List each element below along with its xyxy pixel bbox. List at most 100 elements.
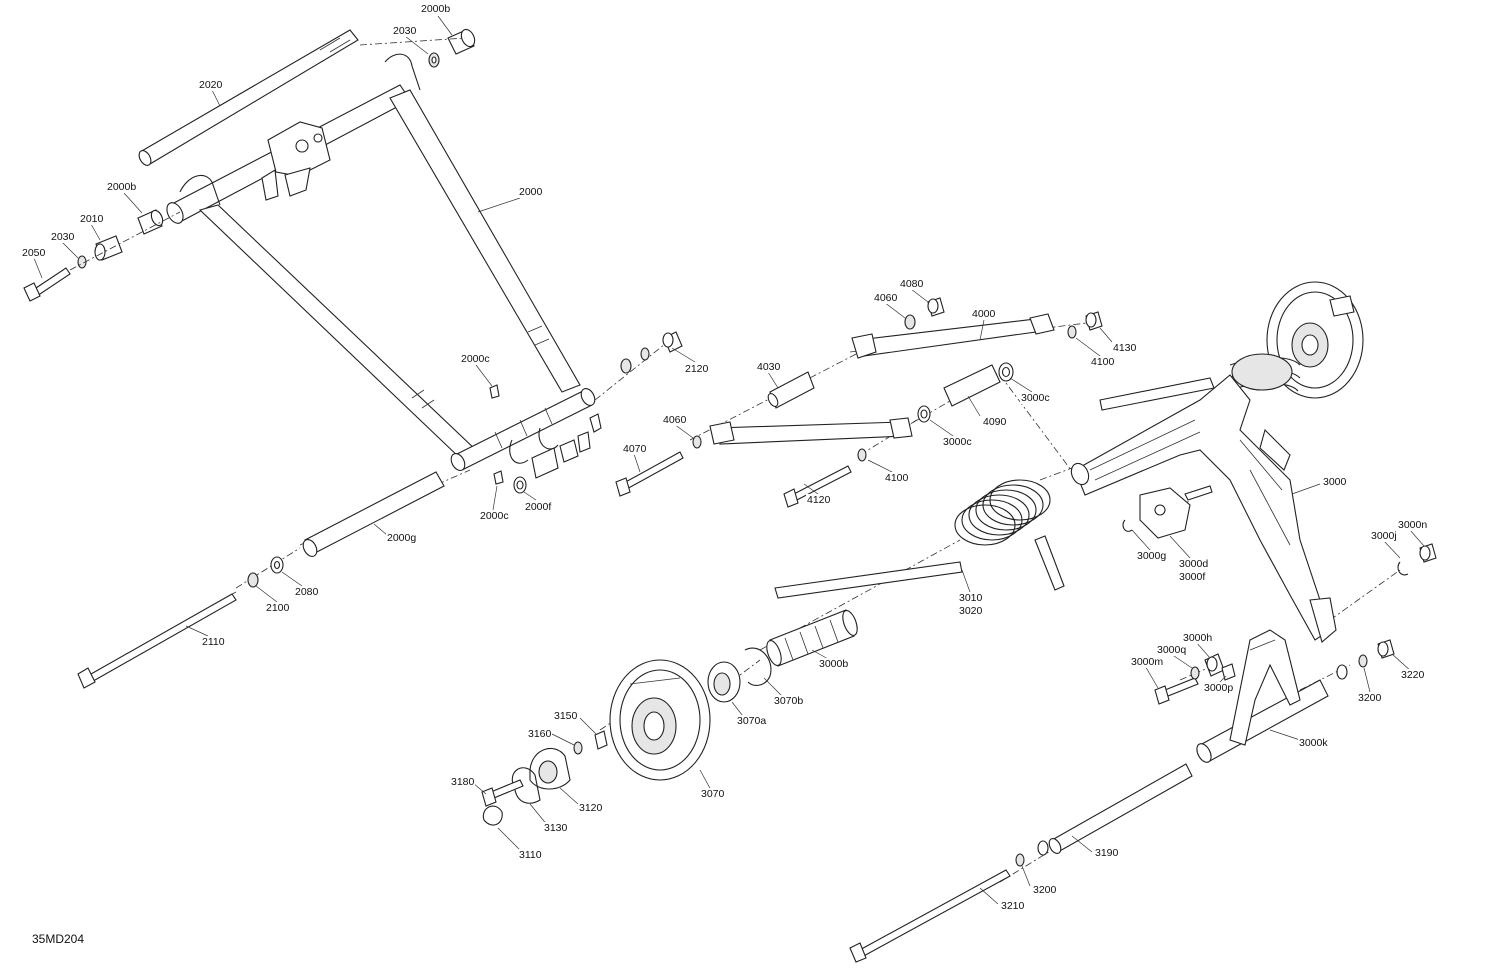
callout-2000c-top: 2000c bbox=[460, 353, 491, 365]
callout-3130: 3130 bbox=[543, 822, 569, 834]
part-3200-bot bbox=[1015, 853, 1025, 867]
part-3110 bbox=[482, 805, 503, 826]
left-hardware bbox=[23, 209, 164, 302]
callout-2000: 2000 bbox=[518, 186, 544, 198]
part-2000g bbox=[302, 471, 445, 557]
part-3120 bbox=[529, 747, 571, 790]
part-3070a bbox=[707, 661, 741, 703]
callout-3000m: 3000m bbox=[1130, 656, 1165, 668]
callout-3000: 3000 bbox=[1322, 476, 1348, 488]
callout-3120: 3120 bbox=[578, 802, 604, 814]
callout-2010: 2010 bbox=[79, 213, 105, 225]
callout-4100-mid: 4100 bbox=[884, 472, 910, 484]
callout-4060-mid: 4060 bbox=[662, 414, 688, 426]
part-3070b bbox=[744, 647, 772, 686]
callout-2050: 2050 bbox=[21, 247, 47, 259]
callout-3010: 3010 bbox=[958, 592, 984, 604]
callout-3000b: 3000b bbox=[818, 658, 850, 670]
part-3000p bbox=[1221, 663, 1236, 681]
part-4060-top bbox=[904, 314, 916, 330]
callout-3200-right: 3200 bbox=[1357, 692, 1383, 704]
callout-3150: 3150 bbox=[553, 710, 579, 722]
part-2100 bbox=[247, 572, 259, 588]
callout-3070: 3070 bbox=[700, 788, 726, 800]
callout-2100: 2100 bbox=[265, 602, 291, 614]
part-4060-mid bbox=[692, 435, 702, 449]
part-3000 bbox=[1070, 281, 1364, 643]
callout-2030-left: 2030 bbox=[50, 231, 76, 243]
callout-3000h: 3000h bbox=[1182, 632, 1214, 644]
callout-3180: 3180 bbox=[450, 776, 476, 788]
part-3150 bbox=[594, 730, 608, 750]
callout-3190: 3190 bbox=[1094, 847, 1120, 859]
callout-2080: 2080 bbox=[294, 586, 320, 598]
part-2000-left-leg bbox=[198, 204, 479, 461]
part-3010-spring bbox=[774, 479, 1065, 599]
callout-3000c-mid: 3000c bbox=[942, 436, 973, 448]
part-2120-stack bbox=[620, 331, 683, 374]
callout-3000c-right: 3000c bbox=[1020, 392, 1051, 404]
part-2000b-top bbox=[447, 28, 476, 55]
callout-3000g: 3000g bbox=[1136, 550, 1168, 562]
part-3000d bbox=[1139, 487, 1191, 539]
callout-3070b: 3070b bbox=[773, 695, 805, 707]
part-3000q bbox=[1190, 666, 1200, 680]
part-3000b bbox=[766, 609, 858, 667]
callout-2020: 2020 bbox=[198, 79, 224, 91]
part-2000-right-leg bbox=[389, 89, 581, 393]
part-3160 bbox=[573, 741, 583, 755]
part-2000f bbox=[513, 431, 591, 494]
part-2020-end bbox=[138, 150, 152, 166]
part-3000j bbox=[1397, 561, 1409, 576]
part-3000g bbox=[1122, 519, 1133, 532]
callout-3000q: 3000q bbox=[1156, 644, 1188, 656]
callout-2000c-bot: 2000c bbox=[479, 510, 510, 522]
callout-4060-top: 4060 bbox=[873, 292, 899, 304]
callout-3160: 3160 bbox=[527, 728, 553, 740]
part-3000-arm bbox=[1074, 374, 1331, 641]
callout-2000b-top: 2000b bbox=[420, 3, 452, 15]
callout-4000: 4000 bbox=[971, 308, 997, 320]
part-4000 bbox=[851, 313, 1055, 359]
part-4070 bbox=[621, 451, 684, 491]
callout-4080: 4080 bbox=[899, 278, 925, 290]
callout-2000g: 2000g bbox=[386, 532, 418, 544]
part-4100-mid bbox=[857, 448, 867, 462]
part-2000c-top bbox=[489, 384, 500, 399]
callout-3210: 3210 bbox=[1000, 900, 1026, 912]
leader-lines bbox=[33, 15, 1425, 905]
part-3210 bbox=[855, 869, 1011, 959]
callout-4070: 4070 bbox=[622, 443, 648, 455]
callout-3000d: 3000d bbox=[1178, 558, 1210, 570]
callout-3000p: 3000p bbox=[1203, 682, 1235, 694]
callout-4090: 4090 bbox=[982, 416, 1008, 428]
part-4100-top bbox=[1067, 325, 1077, 339]
callout-4100-top: 4100 bbox=[1090, 356, 1116, 368]
callout-4120: 4120 bbox=[806, 494, 832, 506]
diagram-reference-code: 35MD204 bbox=[32, 932, 85, 946]
part-4000-lower-link bbox=[709, 417, 913, 445]
callout-3020: 3020 bbox=[958, 605, 984, 617]
callout-3110: 3110 bbox=[518, 849, 543, 861]
front-arm-assembly bbox=[138, 28, 602, 494]
part-3070 bbox=[609, 659, 711, 781]
callout-3070a: 3070a bbox=[736, 715, 768, 727]
part-2000c-bot bbox=[493, 470, 504, 485]
callout-3200-bot: 3200 bbox=[1032, 884, 1058, 896]
callout-2030-top: 2030 bbox=[392, 25, 418, 37]
callout-2110: 2110 bbox=[201, 636, 226, 648]
callout-2000b-left: 2000b bbox=[106, 181, 138, 193]
part-3130 bbox=[511, 767, 541, 804]
callout-3000n: 3000n bbox=[1397, 519, 1429, 531]
callout-4030: 4030 bbox=[756, 361, 782, 373]
part-3000k bbox=[1196, 629, 1329, 763]
part-3200-right bbox=[1358, 654, 1368, 668]
callout-3000f: 3000f bbox=[1178, 571, 1207, 583]
callout-3000j: 3000j bbox=[1370, 530, 1398, 542]
callout-3000k: 3000k bbox=[1298, 737, 1329, 749]
callout-2000f: 2000f bbox=[524, 501, 553, 513]
callout-2120: 2120 bbox=[684, 363, 710, 375]
part-4090 bbox=[943, 364, 1001, 407]
